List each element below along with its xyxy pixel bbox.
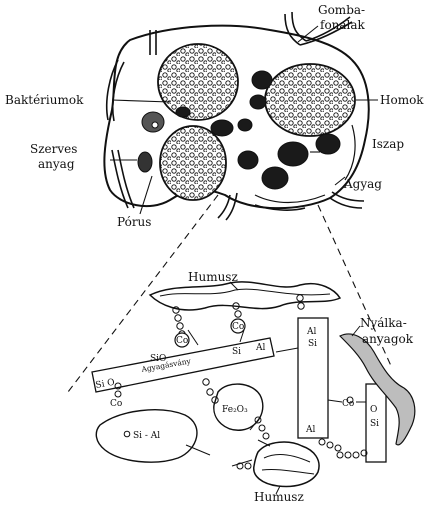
silt-particle <box>238 151 258 169</box>
small-mineral-box: O Si <box>366 384 386 462</box>
silt-particle <box>252 71 272 89</box>
chem-fe2o3: Fe₂O₃ <box>222 405 248 415</box>
molecular-detail: Co Co SiO Agyagásvány Si O Si Al Co Fe₂O… <box>92 282 415 494</box>
silt-particle <box>238 119 252 131</box>
bottom-leader-lines <box>230 282 360 336</box>
chem-al-right-box: Al <box>306 327 316 337</box>
label-humusz-bottom: Humusz <box>254 490 304 504</box>
chem-co-left: Co <box>110 399 122 409</box>
chem-si-left2: Si <box>232 347 241 357</box>
label-humusz-top: Humusz <box>188 270 238 284</box>
humus-top-band <box>150 282 340 310</box>
label-homok: Homok <box>380 93 424 107</box>
co-label-b: Co <box>232 322 244 332</box>
label-porus: Pórus <box>117 215 151 229</box>
silt-particle <box>211 120 233 136</box>
vertical-mineral-box: Al Si Al <box>298 318 328 438</box>
label-bakteriumok: Baktériumok <box>5 93 84 107</box>
organic-matter <box>138 152 152 172</box>
chem-co-right: Co <box>342 399 354 409</box>
silt-particle <box>316 134 340 154</box>
sand-grains <box>158 44 355 200</box>
chem-al-right-box-bottom: Al <box>305 425 315 435</box>
sand-grain <box>265 64 355 136</box>
pore <box>152 122 158 128</box>
silt-particle <box>176 107 190 117</box>
sand-grain <box>158 44 238 120</box>
humus-bottom-mass <box>254 442 319 486</box>
chem-si-al-blob: Si - Al <box>133 431 160 441</box>
silt-particle <box>262 167 288 189</box>
label-szerves-line1: Szerves <box>30 142 77 156</box>
silt-particle <box>278 142 308 166</box>
chem-si-right-box: Si <box>308 339 317 349</box>
label-nyalka-line2: anyagok <box>362 332 414 346</box>
co-label-a: Co <box>176 336 188 346</box>
chem-si-far-right: Si <box>370 419 379 429</box>
sand-grain <box>160 126 226 200</box>
label-szerves-line2: anyag <box>38 157 75 171</box>
bacteria-cluster <box>142 112 164 132</box>
chem-o-right: O <box>370 405 377 415</box>
label-agyag: Agyag <box>343 177 382 191</box>
label-nyalka-line1: Nyálka- <box>360 316 407 330</box>
chem-al-center: Al <box>255 343 265 353</box>
label-gomba-line1: Gomba- <box>318 3 365 17</box>
label-iszap: Iszap <box>372 137 404 151</box>
silt-particle <box>250 95 266 109</box>
label-gomba-line2: fonalak <box>320 18 366 32</box>
soil-aggregate <box>104 12 368 220</box>
